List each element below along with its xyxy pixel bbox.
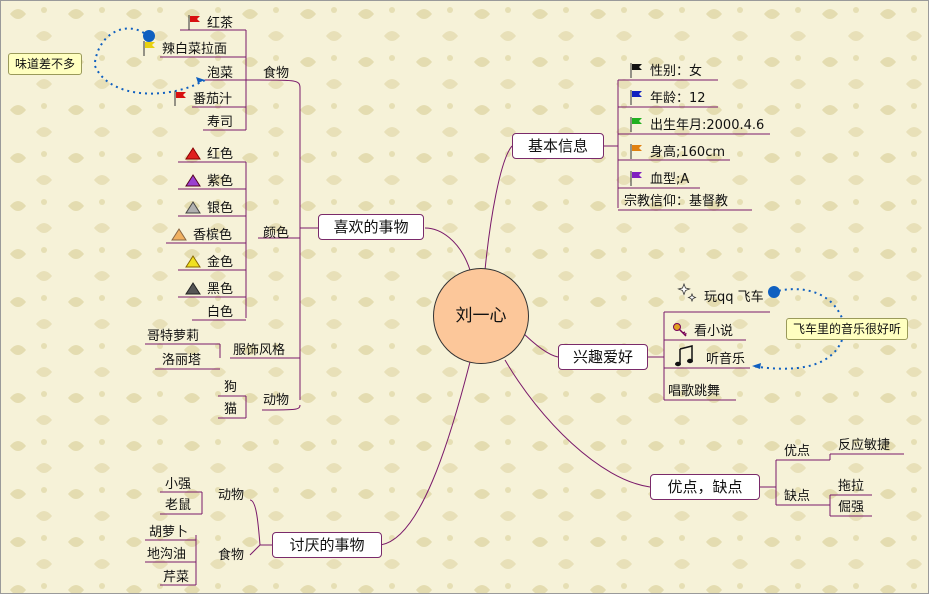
color-item[interactable]: 红色 — [207, 147, 234, 162]
cons-item[interactable]: 拖拉 — [838, 479, 865, 494]
hobby-item[interactable]: 玩qq 飞车 — [704, 290, 764, 305]
dislike-food-item[interactable]: 胡萝卜 — [149, 525, 189, 540]
pros-label[interactable]: 优点 — [784, 444, 811, 459]
hobby-item[interactable]: 听音乐 — [706, 352, 746, 367]
color-item[interactable]: 银色 — [207, 201, 234, 216]
black-flag-icon — [630, 63, 642, 78]
hobby-item[interactable]: 唱歌跳舞 — [668, 384, 721, 399]
black-triangle-icon — [185, 282, 201, 295]
hobby-item[interactable]: 看小说 — [694, 324, 734, 339]
orange-flag-icon — [630, 144, 642, 159]
pin-dot-icon — [768, 286, 780, 298]
style-item[interactable]: 洛丽塔 — [162, 353, 202, 368]
champagne-triangle-icon — [171, 228, 187, 241]
food-item[interactable]: 泡菜 — [207, 66, 234, 81]
sparkle-icon — [677, 282, 697, 303]
dislikes-food-label[interactable]: 食物 — [218, 548, 245, 563]
cons-item[interactable]: 倔强 — [838, 500, 865, 515]
likes-topic[interactable]: 喜欢的事物 — [318, 214, 424, 240]
basic-info-item[interactable]: 宗教信仰：基督教 — [624, 194, 729, 209]
taste-callout[interactable]: 味道差不多 — [8, 53, 83, 75]
dislikes-topic[interactable]: 讨厌的事物 — [272, 532, 382, 558]
likes-food-label[interactable]: 食物 — [263, 66, 290, 81]
food-item[interactable]: 寿司 — [207, 115, 234, 130]
hobbies-topic[interactable]: 兴趣爱好 — [558, 344, 648, 370]
dislikes-animal-label[interactable]: 动物 — [218, 488, 245, 503]
likes-animal-label[interactable]: 动物 — [263, 393, 290, 408]
purple-flag-icon — [630, 171, 642, 186]
food-item[interactable]: 红茶 — [207, 16, 234, 31]
color-item[interactable]: 紫色 — [207, 174, 234, 189]
silver-triangle-icon — [185, 201, 201, 214]
cons-label[interactable]: 缺点 — [784, 489, 811, 504]
dislike-food-item[interactable]: 地沟油 — [147, 547, 187, 562]
music-callout[interactable]: 飞车里的音乐很好听 — [786, 318, 909, 340]
basic-info-topic[interactable]: 基本信息 — [512, 133, 604, 159]
style-item[interactable]: 哥特萝莉 — [147, 329, 200, 344]
key-icon — [673, 323, 687, 337]
gold-triangle-icon — [185, 255, 201, 268]
food-item[interactable]: 辣白菜拉面 — [162, 42, 228, 57]
red-flag-icon — [174, 91, 186, 106]
basic-info-item[interactable]: 性别：女 — [650, 64, 703, 79]
yellow-flag-icon — [143, 41, 155, 56]
basic-info-item[interactable]: 血型;A — [650, 172, 690, 187]
basic-info-item[interactable]: 身高;160cm — [650, 145, 726, 160]
green-flag-icon — [630, 117, 642, 132]
color-item[interactable]: 白色 — [207, 305, 234, 320]
center-topic[interactable]: 刘一心 — [433, 268, 529, 364]
basic-info-item[interactable]: 出生年月:2000.4.6 — [650, 118, 765, 133]
likes-color-label[interactable]: 颜色 — [263, 226, 290, 241]
red-flag-icon — [188, 15, 200, 30]
purple-triangle-icon — [185, 174, 201, 187]
dislike-animal-item[interactable]: 小强 — [165, 477, 192, 492]
basic-info-item[interactable]: 年龄：12 — [650, 91, 706, 106]
pros-item[interactable]: 反应敏捷 — [838, 438, 891, 453]
likes-style-label[interactable]: 服饰风格 — [233, 343, 286, 358]
red-triangle-icon — [185, 147, 201, 160]
color-item[interactable]: 黑色 — [207, 282, 234, 297]
pros-cons-topic[interactable]: 优点，缺点 — [650, 474, 760, 500]
color-item[interactable]: 香槟色 — [193, 228, 233, 243]
animal-item[interactable]: 猫 — [224, 402, 238, 417]
blue-flag-icon — [630, 90, 642, 105]
dislike-food-item[interactable]: 芹菜 — [163, 570, 190, 585]
animal-item[interactable]: 狗 — [224, 380, 238, 395]
dislike-animal-item[interactable]: 老鼠 — [165, 498, 192, 513]
pin-dot-icon — [143, 30, 155, 42]
color-item[interactable]: 金色 — [207, 255, 234, 270]
music-note-icon — [675, 345, 693, 367]
food-item[interactable]: 番茄汁 — [193, 92, 233, 107]
